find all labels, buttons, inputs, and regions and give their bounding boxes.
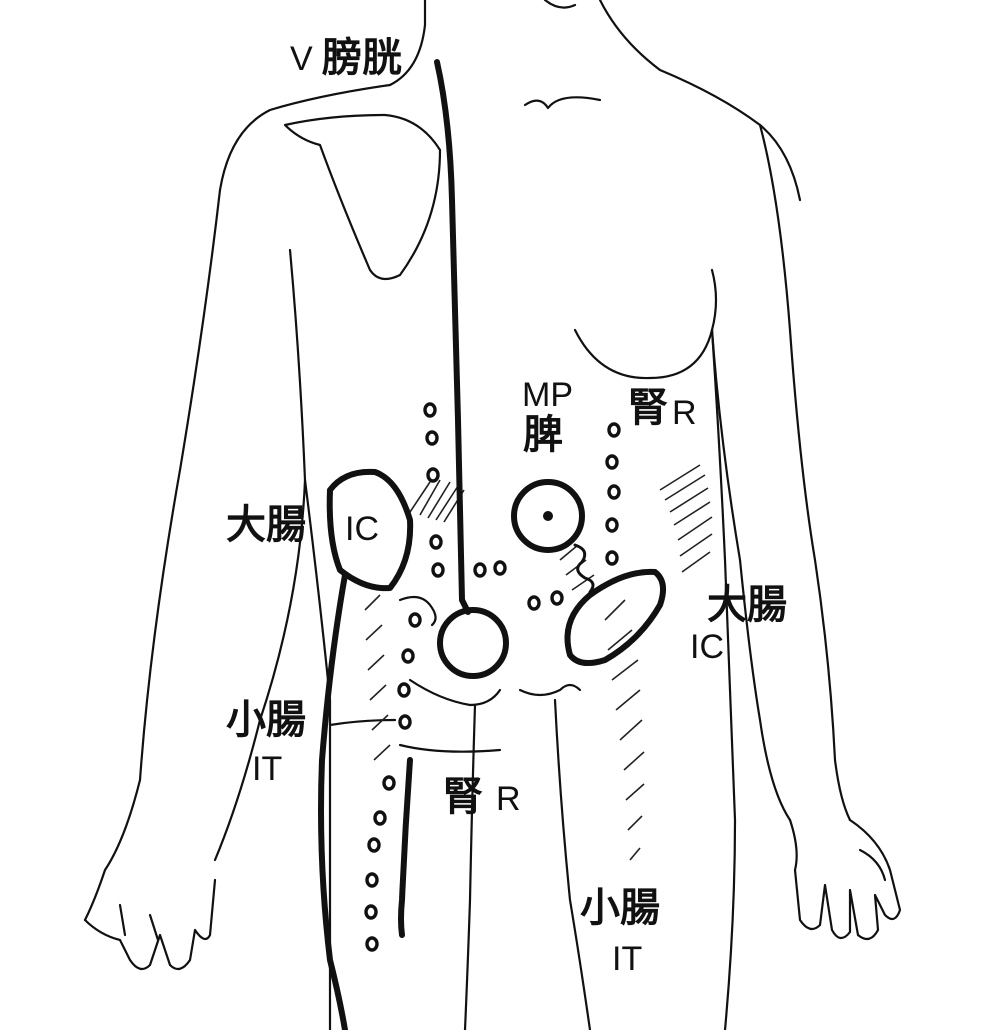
hatched-shading — [364, 464, 713, 861]
body-outline — [83, 0, 902, 1030]
spleen-label: 脾 — [523, 412, 563, 458]
kidney-upper-code-label: R — [672, 394, 697, 432]
bladder-label: 膀胱 — [322, 35, 402, 81]
meridian-lines — [318, 59, 667, 1030]
large-intestine-right-label: 大腸 — [707, 582, 787, 628]
large-intestine-left-code-label: IC — [345, 510, 379, 548]
kidney-lower-label: 腎 — [443, 774, 483, 820]
kidney-upper-label: 腎 — [628, 385, 668, 431]
small-intestine-right-code-label: IT — [612, 940, 643, 978]
acupoint-dots — [364, 402, 621, 952]
bladder-code-label: V — [290, 40, 313, 78]
large-intestine-right-code-label: IC — [690, 628, 724, 666]
small-intestine-left-label: 小腸 — [226, 697, 306, 743]
large-intestine-left-label: 大腸 — [226, 502, 306, 548]
spleen-code-label: MP — [522, 376, 573, 414]
small-intestine-left-code-label: IT — [252, 750, 283, 788]
small-intestine-right-label: 小腸 — [580, 885, 660, 931]
kidney-lower-code-label: R — [496, 780, 521, 818]
